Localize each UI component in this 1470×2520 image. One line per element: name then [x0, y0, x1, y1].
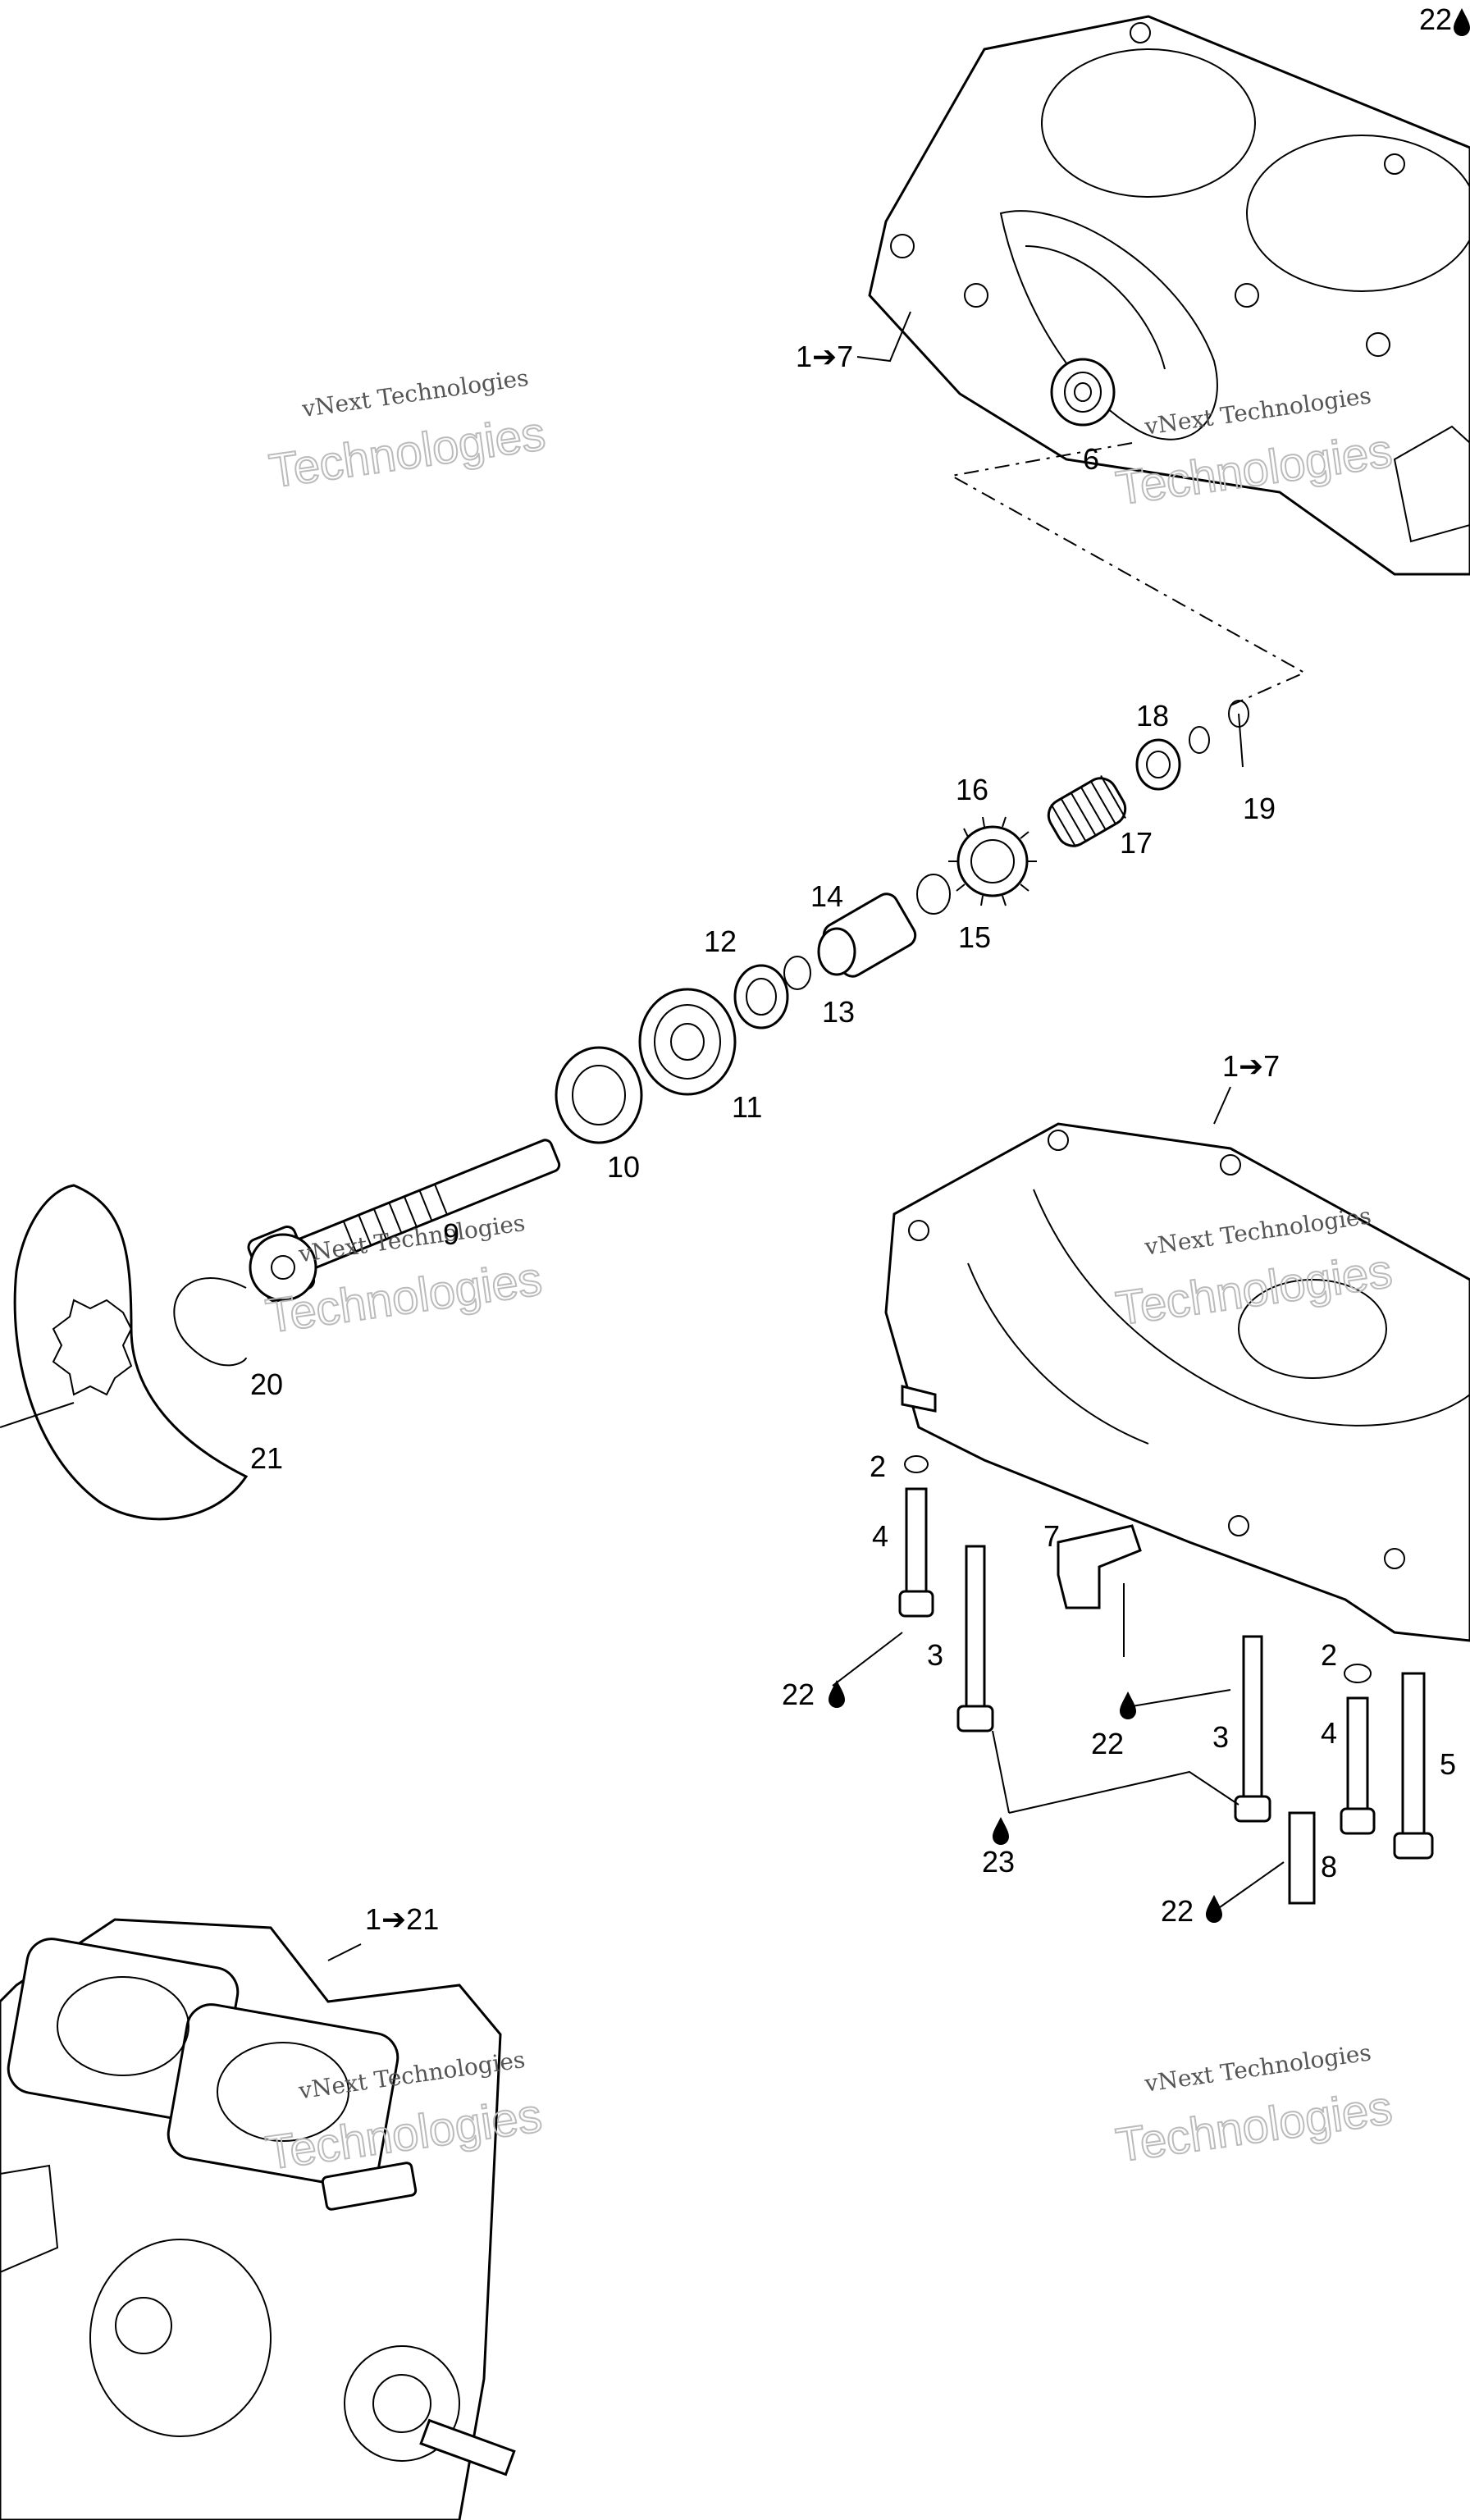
callout-8: 8 — [1321, 1850, 1337, 1883]
callout-22-center: 22 — [1091, 1727, 1124, 1760]
callout-5: 5 — [1440, 1747, 1456, 1781]
callout-4-left: 4 — [872, 1519, 888, 1553]
watermark-1: Technologies vNext Technologies — [265, 364, 549, 500]
callout-13: 13 — [822, 995, 855, 1029]
callout-6: 6 — [1083, 442, 1099, 476]
bearing-6 — [1050, 358, 1116, 427]
circlip-20 — [173, 1277, 247, 1367]
shaft-assembly — [247, 700, 1249, 1303]
callout-4-right: 4 — [1321, 1716, 1337, 1750]
callout-22-top: 22 — [1419, 2, 1452, 36]
callout-22-left: 22 — [782, 1678, 815, 1711]
oil-drop-icon — [1120, 1691, 1136, 1719]
watermark-6: Technologies vNext Technologies — [1112, 2038, 1396, 2173]
oil-drop-icon — [1206, 1895, 1222, 1923]
callout-10: 10 — [607, 1150, 640, 1184]
callout-14: 14 — [810, 879, 843, 913]
callout-3-left: 3 — [927, 1638, 943, 1672]
callout-1-21-engine: 1➔21 — [365, 1902, 439, 1936]
engine-assembly — [0, 1918, 516, 2520]
oil-drop-icon — [993, 1817, 1009, 1845]
upper-crankcase — [868, 15, 1470, 576]
callout-16: 16 — [956, 773, 988, 806]
callout-7: 7 — [1043, 1519, 1060, 1553]
oil-drop-icons — [829, 8, 1470, 1923]
dashed-axis-upper — [949, 442, 1307, 706]
oil-drop-icon — [829, 1680, 845, 1708]
callout-9: 9 — [443, 1217, 459, 1251]
callout-12: 12 — [704, 924, 737, 958]
callout-3-center: 3 — [1212, 1720, 1229, 1754]
fasteners — [898, 1455, 1434, 1905]
callout-21: 21 — [250, 1441, 283, 1475]
leader-lines — [327, 311, 1285, 1961]
oil-drop-icon — [1454, 8, 1470, 36]
callout-18: 18 — [1136, 699, 1169, 733]
callout-20: 20 — [250, 1367, 283, 1401]
callout-17: 17 — [1120, 826, 1153, 860]
callout-23: 23 — [982, 1845, 1015, 1879]
callout-19: 19 — [1243, 792, 1276, 825]
callout-labels: 22 1➔7 6 18 19 16 17 14 15 12 13 11 10 9… — [250, 2, 1456, 1936]
callout-1-7-lower: 1➔7 — [1222, 1049, 1280, 1083]
callout-15: 15 — [958, 920, 991, 954]
callout-1-7-upper: 1➔7 — [796, 340, 853, 373]
callout-22-bottom: 22 — [1161, 1894, 1194, 1928]
plate-21 — [0, 1184, 249, 1521]
callout-2-left: 2 — [870, 1449, 886, 1483]
callout-11: 11 — [732, 1090, 762, 1124]
lower-crankcase — [884, 1122, 1470, 1642]
callout-2-right: 2 — [1321, 1638, 1337, 1672]
